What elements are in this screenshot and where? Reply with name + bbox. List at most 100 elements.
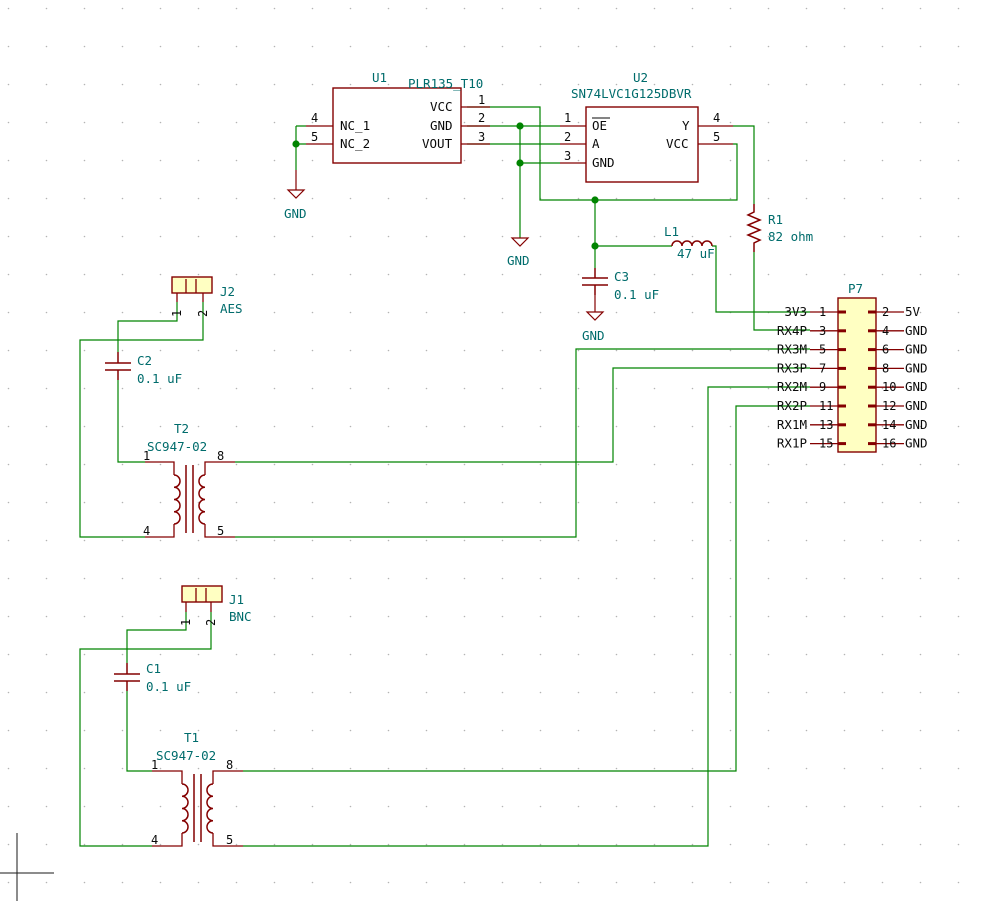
p7-pin-right[interactable]: 2 5V bbox=[868, 304, 921, 319]
u2-value: SN74LVC1G125DBVR bbox=[571, 86, 692, 101]
j1-ref: J1 bbox=[229, 592, 244, 607]
p7-pin-num: 3 bbox=[819, 324, 826, 338]
p7-pin-num: 14 bbox=[882, 418, 896, 432]
u1-pin-nc1: NC_1 bbox=[340, 118, 370, 133]
r1-resistor[interactable]: R1 82 ohm bbox=[746, 204, 813, 252]
u1-pin-nc2: NC_2 bbox=[340, 136, 370, 151]
p7-pin-name: GND bbox=[905, 398, 928, 413]
junctions bbox=[292, 122, 599, 250]
t2-num-4: 4 bbox=[143, 524, 150, 538]
p7-pin-num: 2 bbox=[882, 305, 889, 319]
u1-value: PLR135_T10 bbox=[408, 76, 483, 91]
junction-dot bbox=[516, 159, 524, 167]
t1-num-5: 5 bbox=[226, 833, 233, 847]
j1-value: BNC bbox=[229, 609, 252, 624]
p7-pin-right[interactable]: 14 GND bbox=[868, 417, 928, 432]
p7-pin-name: GND bbox=[905, 379, 928, 394]
j2-body bbox=[171, 276, 213, 294]
u2-pin-y: Y bbox=[682, 118, 690, 133]
c2-value: 0.1 uF bbox=[137, 371, 182, 386]
r1-value: 82 ohm bbox=[768, 229, 813, 244]
p7-pin-left[interactable]: 3V3 1 bbox=[784, 304, 846, 319]
p7-pin-name: RX1M bbox=[777, 417, 807, 432]
p7-pin-name: 5V bbox=[905, 304, 921, 319]
p7-pin-num: 4 bbox=[882, 324, 889, 338]
t1-ref: T1 bbox=[184, 730, 199, 745]
u1-pin-vcc: VCC bbox=[430, 99, 453, 114]
gnd-label: GND bbox=[507, 253, 530, 268]
t1-num-1: 1 bbox=[151, 758, 158, 772]
j1-num-1: 1 bbox=[179, 619, 193, 626]
u2-num-3: 3 bbox=[564, 149, 571, 163]
c2-ref: C2 bbox=[137, 353, 152, 368]
crosshair-cursor-icon bbox=[0, 833, 54, 901]
u1-num-2: 2 bbox=[478, 111, 485, 125]
p7-pin-left[interactable]: RX2P 11 bbox=[777, 398, 846, 413]
p7-pin-num: 5 bbox=[819, 343, 826, 357]
background-grid bbox=[7, 7, 960, 884]
u1-regulator[interactable]: U1 PLR135_T10 NC_1 NC_2 VCC GND VOUT 4 5… bbox=[306, 70, 490, 164]
c3-capacitor[interactable]: C3 0.1 uF bbox=[582, 268, 659, 302]
t2-num-5: 5 bbox=[217, 524, 224, 538]
p7-pin-name: 3V3 bbox=[784, 304, 807, 319]
junction-dot bbox=[591, 196, 599, 204]
p7-pin-left[interactable]: RX4P 3 bbox=[777, 323, 846, 338]
r1-ref: R1 bbox=[768, 212, 783, 227]
c2-capacitor[interactable]: C2 0.1 uF bbox=[105, 352, 182, 386]
j1-connector[interactable]: 1 2 J1 BNC bbox=[179, 585, 252, 626]
p7-pin-num: 1 bbox=[819, 305, 826, 319]
gnd-symbol-u2: GND bbox=[507, 237, 530, 268]
p7-pin-name: GND bbox=[905, 417, 928, 432]
gnd-label: GND bbox=[284, 206, 307, 221]
p7-pin-num: 9 bbox=[819, 380, 826, 394]
p7-pin-name: GND bbox=[905, 436, 928, 451]
p7-pin-right[interactable]: 10 GND bbox=[868, 379, 928, 394]
u2-pin-a: A bbox=[592, 136, 600, 151]
u2-pin-gnd: GND bbox=[592, 155, 615, 170]
u1-pin-gnd: GND bbox=[430, 118, 453, 133]
j2-connector[interactable]: 1 2 J2 AES bbox=[170, 276, 243, 317]
p7-pin-right[interactable]: 12 GND bbox=[868, 398, 928, 413]
u1-num-5: 5 bbox=[311, 130, 318, 144]
p7-pin-num: 16 bbox=[882, 437, 896, 451]
p7-pin-right[interactable]: 16 GND bbox=[868, 436, 928, 451]
junction-dot bbox=[591, 242, 599, 250]
t2-value: SC947-02 bbox=[147, 439, 207, 454]
u1-num-4: 4 bbox=[311, 111, 318, 125]
junction-dot bbox=[292, 140, 300, 148]
c1-capacitor[interactable]: C1 0.1 uF bbox=[114, 661, 191, 694]
j2-num-1: 1 bbox=[170, 310, 184, 317]
p7-ref: P7 bbox=[848, 281, 863, 296]
p7-pin-num: 7 bbox=[819, 361, 826, 375]
t2-ref: T2 bbox=[174, 421, 189, 436]
p7-pin-num: 11 bbox=[819, 399, 833, 413]
p7-pin-num: 6 bbox=[882, 343, 889, 357]
c1-ref: C1 bbox=[146, 661, 161, 676]
wires bbox=[79, 106, 810, 847]
p7-pin-name: GND bbox=[905, 323, 928, 338]
p7-pin-name: RX4P bbox=[777, 323, 807, 338]
p7-pin-num: 12 bbox=[882, 399, 896, 413]
u2-buffer[interactable]: U2 SN74LVC1G125DBVR OE A GND Y VCC 1 2 3… bbox=[560, 70, 733, 183]
t1-transformer[interactable]: T1 SC947-02 1 4 8 5 bbox=[151, 730, 243, 847]
u1-num-3: 3 bbox=[478, 130, 485, 144]
gnd-symbol-u1: GND bbox=[284, 170, 307, 221]
p7-pin-num: 10 bbox=[882, 380, 896, 394]
j1-body bbox=[181, 585, 223, 603]
p7-pin-name: RX1P bbox=[777, 436, 807, 451]
t2-num-1: 1 bbox=[143, 449, 150, 463]
p7-pin-name: RX2P bbox=[777, 398, 807, 413]
t2-transformer[interactable]: T2 SC947-02 1 4 8 5 bbox=[143, 421, 235, 538]
l1-inductor[interactable]: L1 47 uF bbox=[664, 224, 715, 261]
u2-pin-oe: OE bbox=[592, 118, 607, 133]
p7-pin-right[interactable]: 4 GND bbox=[868, 323, 928, 338]
